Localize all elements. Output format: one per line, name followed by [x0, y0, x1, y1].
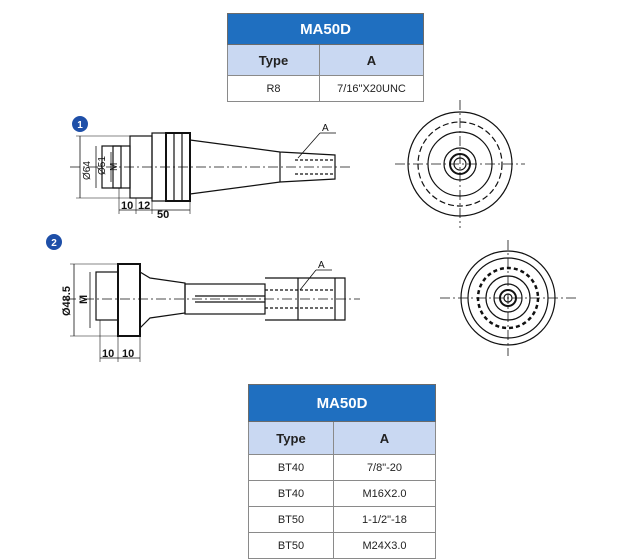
cell-type: BT50 — [248, 506, 334, 533]
drawing-2-end-view — [440, 240, 576, 356]
cell-a: 7/8"-20 — [333, 454, 436, 481]
spec-table-top: MA50D Type A R8 7/16"X20UNC — [227, 13, 424, 102]
column-header-type: Type — [248, 421, 334, 455]
badge-1: 1 — [72, 116, 88, 132]
drawing-1-side-view — [70, 132, 350, 214]
label-a-2: A — [318, 260, 325, 271]
dim-10-1: 10 — [121, 200, 133, 212]
dim-d48-5: Ø48.5 — [61, 286, 73, 316]
cell-type: BT50 — [248, 532, 334, 559]
cell-type: BT40 — [248, 454, 334, 481]
badge-2: 2 — [46, 234, 62, 250]
badge-1-label: 1 — [77, 120, 83, 131]
table-row: BT50 1-1/2"-18 — [248, 506, 436, 533]
label-a-1: A — [322, 123, 329, 134]
table-title: MA50D — [248, 384, 436, 422]
drawing-2-side-view — [66, 263, 360, 362]
cell-type: BT40 — [248, 480, 334, 507]
cell-a: 7/16"X20UNC — [319, 75, 424, 102]
dim-m-1: M — [109, 163, 120, 171]
cell-a: M24X3.0 — [333, 532, 436, 559]
table-row: BT40 7/8"-20 — [248, 454, 436, 481]
drawing-1-end-view — [395, 100, 525, 228]
table-title: MA50D — [227, 13, 424, 45]
cell-a: M16X2.0 — [333, 480, 436, 507]
dim-50: 50 — [157, 209, 169, 221]
table-row: R8 7/16"X20UNC — [227, 75, 424, 102]
spec-table-bottom: MA50D Type A BT40 7/8"-20 BT40 M16X2.0 B… — [248, 384, 436, 559]
column-header-a: A — [333, 421, 436, 455]
dim-10-2a: 10 — [102, 348, 114, 360]
badge-2-label: 2 — [51, 238, 57, 249]
dim-d64: Ø64 — [82, 161, 93, 180]
table-row: BT40 M16X2.0 — [248, 480, 436, 507]
table-row: BT50 M24X3.0 — [248, 532, 436, 559]
cell-a: 1-1/2"-18 — [333, 506, 436, 533]
dim-12: 12 — [138, 200, 150, 212]
dim-10-2b: 10 — [122, 348, 134, 360]
dim-m-2: M — [78, 295, 90, 304]
dim-d51: Ø51 — [97, 156, 108, 175]
cell-type: R8 — [227, 75, 320, 102]
